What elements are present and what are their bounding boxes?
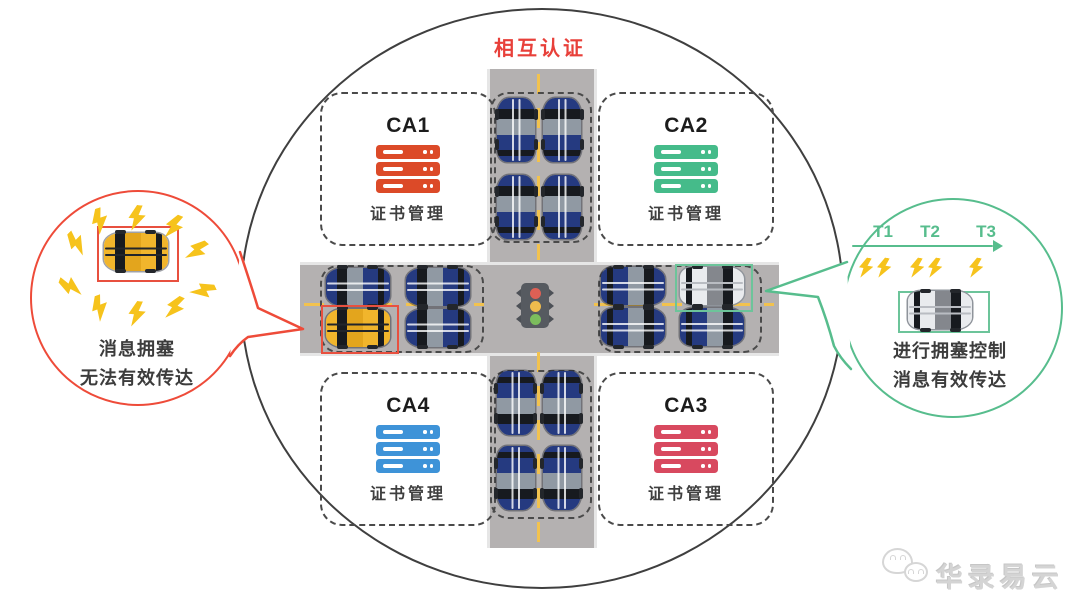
congested-car-highlight-box	[321, 305, 399, 354]
ca3-sublabel: 证书管理	[647, 486, 724, 503]
ca2-label: CA2	[664, 114, 708, 137]
ca2-sublabel: 证书管理	[647, 206, 724, 223]
ca1-box: CA1 证书管理	[320, 92, 496, 246]
car-group-rect-east	[598, 265, 762, 353]
t2-label: T2	[920, 222, 940, 241]
blue-car	[601, 308, 665, 346]
server-icon	[654, 425, 718, 473]
blue-car	[543, 446, 581, 510]
ca3-label: CA3	[664, 394, 708, 417]
car-group-rect-north	[490, 92, 592, 243]
left-callout-line1: 消息拥塞	[99, 339, 175, 359]
page-title: 相互认证	[494, 38, 586, 60]
left-callout-line2: 无法有效传达	[80, 368, 194, 388]
ca1-label: CA1	[386, 114, 430, 137]
watermark: 华录易云	[878, 546, 1078, 606]
server-icon	[376, 425, 440, 473]
ca3-box: CA3 证书管理	[598, 372, 774, 526]
controlled-white-car	[908, 291, 972, 329]
callout-congested-car-box	[97, 226, 179, 282]
server-icon	[654, 145, 718, 193]
blue-car	[497, 446, 535, 510]
lane-line	[304, 303, 484, 306]
chat-bubbles-logo-icon	[904, 562, 928, 582]
server-icon	[376, 145, 440, 193]
ca4-box: CA4 证书管理	[320, 372, 496, 526]
ca2-box: CA2 证书管理	[598, 92, 774, 246]
car-group-rect-south	[490, 370, 592, 519]
right-callout-line1: 进行拥塞控制	[893, 341, 1007, 361]
lane-line	[537, 352, 540, 542]
traffic-light-icon	[516, 283, 554, 328]
blue-car	[494, 175, 535, 239]
green-light	[529, 313, 541, 325]
controlled-car-highlight-box	[675, 264, 753, 312]
blue-car	[680, 308, 744, 346]
blue-car	[406, 309, 470, 347]
t3-label: T3	[976, 222, 996, 241]
ca1-sublabel: 证书管理	[369, 206, 446, 223]
congested-yellow-car	[104, 233, 168, 271]
timeline-arrow-head	[993, 239, 1003, 252]
red-light	[529, 287, 541, 299]
blue-car	[601, 267, 665, 305]
blue-car	[326, 268, 390, 306]
ca4-sublabel: 证书管理	[369, 486, 446, 503]
blue-car	[540, 98, 581, 162]
watermark-text: 华录易云	[936, 563, 1064, 593]
right-callout-line2: 消息有效传达	[893, 370, 1007, 390]
yellow-light	[529, 300, 541, 312]
lane-line	[594, 303, 774, 306]
lane-line	[537, 74, 540, 260]
t1-label: T1	[873, 222, 893, 241]
blue-car	[543, 371, 581, 435]
blue-car	[540, 175, 581, 239]
blue-car	[406, 268, 470, 306]
blue-car	[494, 98, 535, 162]
timeline-arrow	[852, 244, 993, 247]
blue-car	[497, 371, 535, 435]
ca4-label: CA4	[386, 394, 430, 417]
